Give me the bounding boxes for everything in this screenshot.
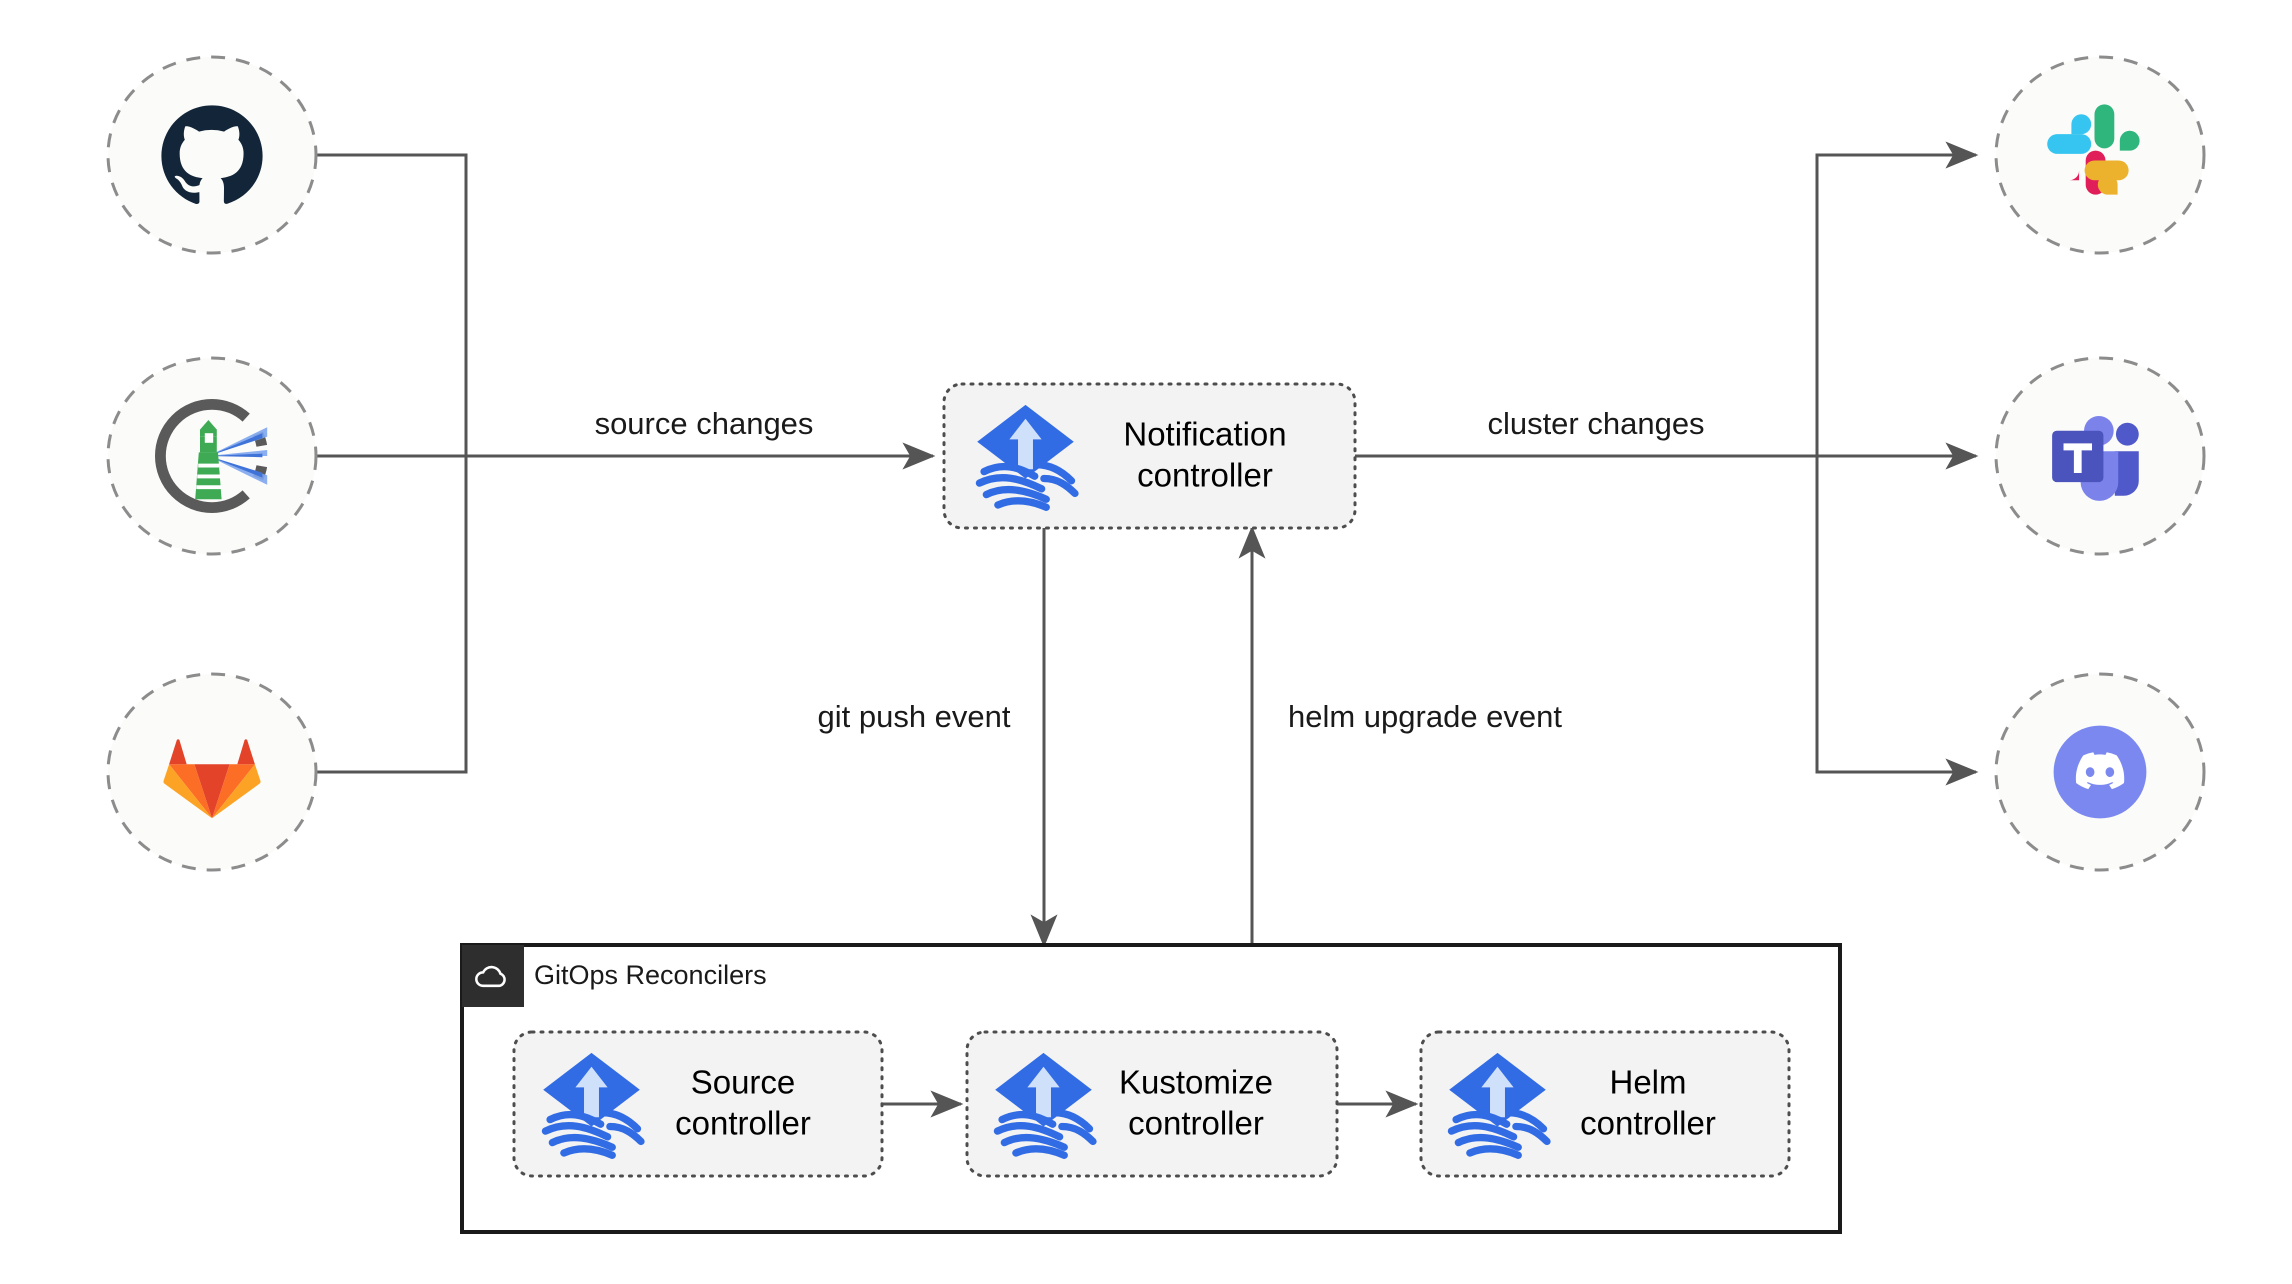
edge-label-cluster-changes: cluster changes: [1487, 406, 1704, 441]
edge-gitlab-to-trunk: [315, 456, 468, 774]
edge-label-git-push-event: git push event: [817, 699, 1010, 734]
group-title: GitOps Reconcilers: [534, 960, 767, 990]
group-tab: [462, 945, 524, 1007]
edge-label-helm-upgrade-event: helm upgrade event: [1288, 699, 1562, 734]
discord-icon: [2053, 725, 2147, 819]
group-frame: [460, 943, 1842, 1234]
source-controller-label-line1: Source: [691, 1064, 796, 1101]
notification-controller-box[interactable]: Notification controller: [942, 382, 1357, 530]
destination-node-teams[interactable]: [1994, 356, 2206, 556]
notification-controller-frame: [942, 382, 1357, 530]
edge-github-to-trunk: [315, 153, 468, 456]
edge-trunk-to-discord: [1815, 456, 1979, 786]
gitops-reconcilers-group: GitOps Reconcilers: [460, 943, 1842, 1234]
source-controller-label-line2: controller: [675, 1105, 811, 1142]
source-controller-box[interactable]: Source controller: [512, 1030, 884, 1178]
notification-controller-label-line2: controller: [1137, 457, 1273, 494]
kustomize-controller-label-line2: controller: [1128, 1105, 1264, 1142]
edge-trunk-to-slack: [1815, 141, 1979, 456]
destination-node-slack[interactable]: [1994, 55, 2206, 255]
helm-controller-label-line2: controller: [1580, 1105, 1716, 1142]
helm-controller-label-line1: Helm: [1609, 1064, 1686, 1101]
kustomize-controller-box[interactable]: Kustomize controller: [965, 1030, 1339, 1178]
github-node-circle: [106, 55, 318, 255]
kustomize-controller-label-line1: Kustomize: [1119, 1064, 1273, 1101]
source-node-gitlab[interactable]: [106, 672, 318, 872]
destination-node-discord[interactable]: [1994, 672, 2206, 872]
notification-controller-label-line1: Notification: [1123, 416, 1286, 453]
helm-controller-box[interactable]: Helm controller: [1419, 1030, 1791, 1178]
edge-label-source-changes: source changes: [595, 406, 814, 441]
source-node-github[interactable]: [106, 55, 318, 255]
source-node-gitea[interactable]: [106, 356, 318, 556]
